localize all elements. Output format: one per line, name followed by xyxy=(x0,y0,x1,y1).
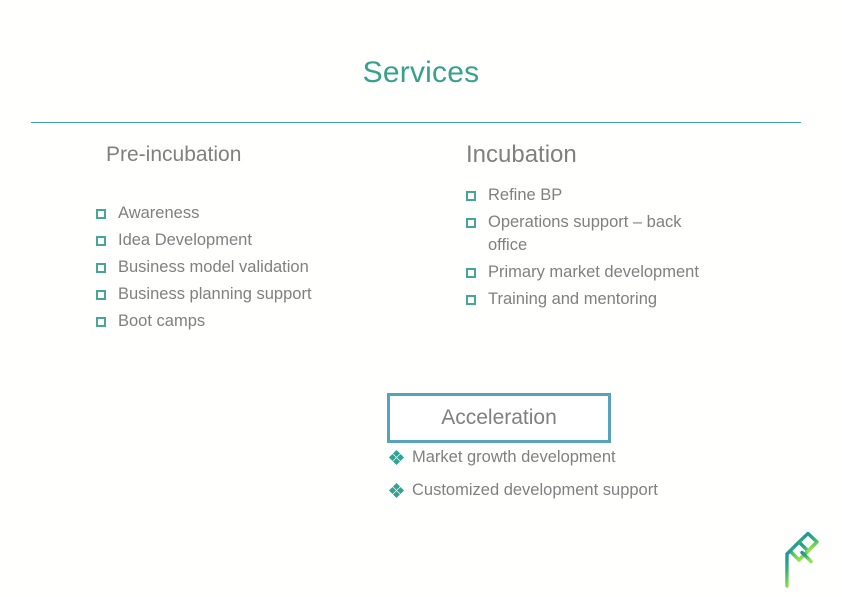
list-item-label: Boot camps xyxy=(118,312,206,330)
hollow-square-icon xyxy=(466,211,488,234)
hollow-square-icon xyxy=(466,261,488,284)
list-item: Business planning support xyxy=(96,283,346,306)
list-item-label: Primary market development xyxy=(488,263,699,281)
list-item: Idea Development xyxy=(96,229,346,252)
hollow-square-icon xyxy=(96,310,118,333)
list-item: Training and mentoring xyxy=(466,288,716,311)
hollow-square-icon xyxy=(466,288,488,311)
list-item-label: Awareness xyxy=(118,204,200,222)
list-item: Refine BP xyxy=(466,184,716,207)
hollow-square-icon xyxy=(466,184,488,207)
hollow-square-icon xyxy=(96,229,118,252)
page-title: Services xyxy=(362,56,480,89)
list-item-label: Market growth development xyxy=(412,448,616,466)
list-item: Primary market development xyxy=(466,261,716,284)
list-item: Awareness xyxy=(96,202,346,225)
hollow-square-icon xyxy=(96,256,118,279)
list-item: Market growth development xyxy=(388,446,720,469)
hollow-square-icon xyxy=(96,202,118,225)
list-item-label: Business planning support xyxy=(118,285,312,303)
acceleration-label: Acceleration xyxy=(441,406,557,429)
hollow-square-icon xyxy=(96,283,118,306)
list-item-label: Operations support – back office xyxy=(488,213,682,254)
list-item-label: Customized development support xyxy=(412,481,658,499)
list-item-label: Training and mentoring xyxy=(488,290,658,308)
list-acceleration: Market growth development Customized dev… xyxy=(388,446,720,512)
list-item: Customized development support xyxy=(388,479,720,502)
four-diamond-icon xyxy=(388,446,412,469)
list-item: Boot camps xyxy=(96,310,346,333)
list-item: Business model validation xyxy=(96,256,346,279)
list-item-label: Business model validation xyxy=(118,258,309,276)
acceleration-box: Acceleration xyxy=(387,393,611,443)
company-logo-icon xyxy=(772,528,828,592)
list-pre-incubation: Awareness Idea Development Business mode… xyxy=(96,202,346,337)
four-diamond-icon xyxy=(388,479,412,502)
list-item: Operations support – back office xyxy=(466,211,716,257)
list-incubation: Refine BP Operations support – back offi… xyxy=(466,184,716,315)
column-heading-incubation: Incubation xyxy=(466,141,577,168)
column-heading-pre-incubation: Pre-incubation xyxy=(106,143,242,166)
list-item-label: Refine BP xyxy=(488,186,563,204)
list-item-label: Idea Development xyxy=(118,231,252,249)
title-divider xyxy=(31,122,801,123)
